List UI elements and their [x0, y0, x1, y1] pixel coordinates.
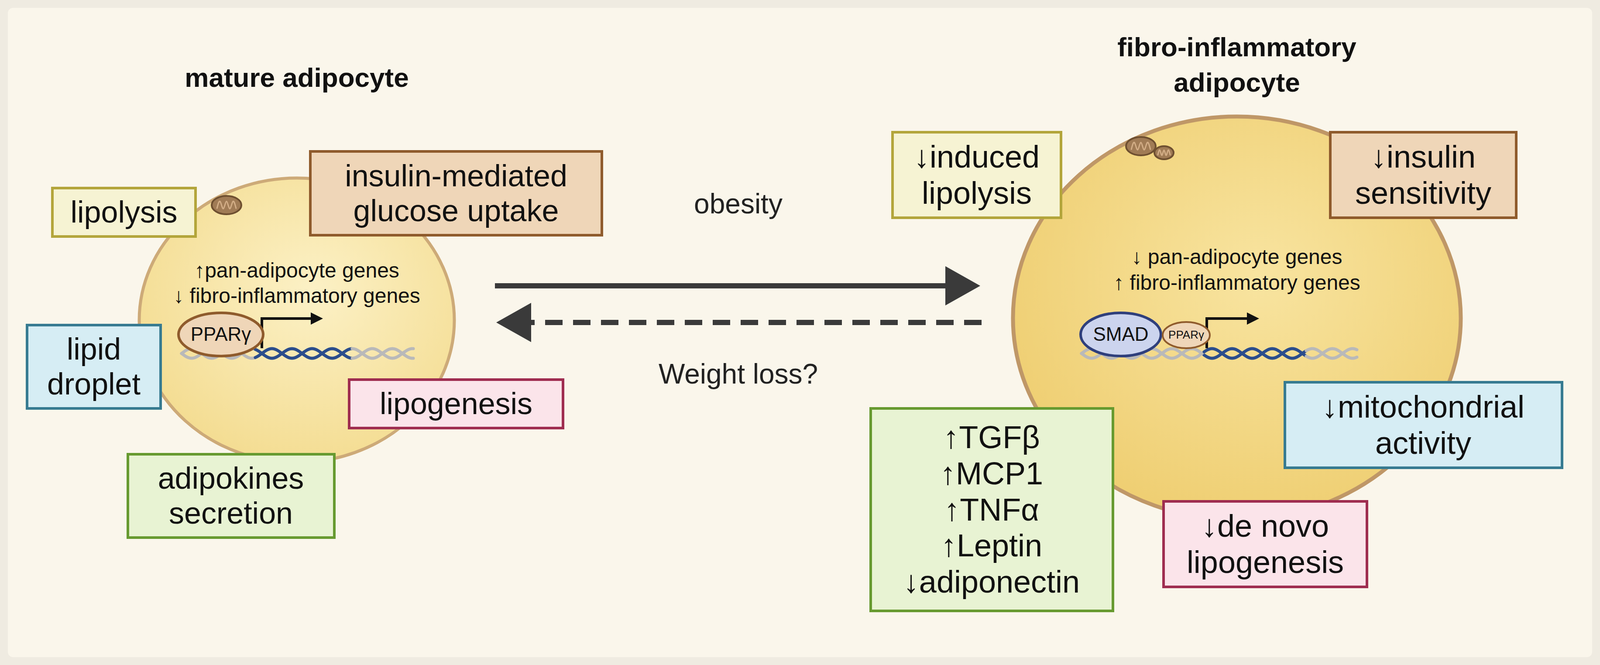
weight-loss-arrow [529, 319, 982, 326]
mitochondrion-cristae [1131, 142, 1151, 150]
function-text: lipogenesis [379, 386, 533, 422]
secretion-box: ↑TGFβ↑MCP1↑TNFα↑Leptin↓adiponectin [869, 407, 1115, 613]
function-box: lipolysis [51, 186, 197, 238]
dna-strand [255, 348, 352, 359]
function-box: insulin-mediated glucose uptake [309, 150, 604, 237]
secretion-item: ↑TNFα [944, 491, 1040, 529]
mitochondrion-cristae [1157, 150, 1171, 156]
gene-expression-text: ↓ fibro-inflammatory genes [173, 283, 421, 308]
cell-title: fibro-inflammatory adipocyte [1084, 29, 1390, 100]
smad-oval: SMAD [1079, 311, 1163, 358]
dna-strand [1204, 348, 1306, 359]
dna-strand [352, 348, 414, 359]
secretion-item: ↑Leptin [940, 527, 1043, 564]
mitochondrion [211, 195, 242, 215]
dna-strand [352, 348, 414, 359]
arrow-label: Weight loss? [653, 356, 824, 393]
protein-label: PPARγ [190, 323, 252, 346]
dna-strand [1306, 348, 1357, 359]
change-box: ↓mitochondrial activity [1283, 381, 1564, 470]
function-text: lipid droplet [37, 331, 151, 402]
secretion-item: ↑TGFβ [943, 419, 1040, 456]
mitochondrion [1126, 137, 1156, 156]
secretion-item: ↑MCP1 [940, 455, 1044, 492]
arrow-label: obesity [688, 186, 788, 223]
change-text: ↓insulin sensitivity [1340, 138, 1507, 212]
function-box: adipokines secretion [126, 453, 336, 540]
protein-label: PPARγ [1168, 328, 1205, 342]
transcription-arrowhead [310, 312, 323, 325]
mitochondrion-cristae [216, 201, 237, 209]
dna-strand [255, 348, 352, 359]
function-box: lipid droplet [25, 323, 162, 410]
transcription-arrow [261, 318, 315, 349]
change-box: ↓de novo lipogenesis [1162, 500, 1369, 589]
panel [7, 7, 1593, 658]
gene-expression-text: ↑ fibro-inflammatory genes [1113, 270, 1361, 295]
change-box: ↓induced lipolysis [891, 130, 1063, 220]
change-text: ↓mitochondrial activity [1301, 388, 1546, 462]
change-text: ↓de novo lipogenesis [1173, 508, 1357, 581]
change-text: ↓induced lipolysis [902, 138, 1051, 212]
protein-oval [1080, 312, 1161, 357]
transcription-arrow [1206, 318, 1251, 349]
pparg-oval: PPARγ [177, 311, 265, 358]
function-text: insulin-mediated glucose uptake [325, 158, 588, 229]
protein-oval [1162, 322, 1210, 349]
obesity-arrow [494, 283, 947, 289]
function-box: lipogenesis [347, 378, 565, 430]
protein-label: SMAD [1092, 323, 1149, 346]
protein-oval [178, 312, 264, 357]
transcription-arrowhead [1246, 312, 1260, 325]
function-text: adipokines secretion [139, 460, 323, 532]
dna-strand [1306, 348, 1357, 359]
cell-title: mature adipocyte [184, 60, 409, 96]
gene-expression-text: ↑pan-adipocyte genes [194, 258, 400, 283]
pparg-oval: PPARγ [1161, 321, 1211, 350]
mitochondrion [1154, 146, 1174, 160]
change-box: ↓insulin sensitivity [1328, 130, 1518, 220]
secretion-item: ↓adiponectin [903, 563, 1080, 601]
gene-expression-text: ↓ pan-adipocyte genes [1131, 244, 1343, 269]
function-text: lipolysis [70, 194, 178, 231]
dna-strand [1204, 348, 1306, 359]
